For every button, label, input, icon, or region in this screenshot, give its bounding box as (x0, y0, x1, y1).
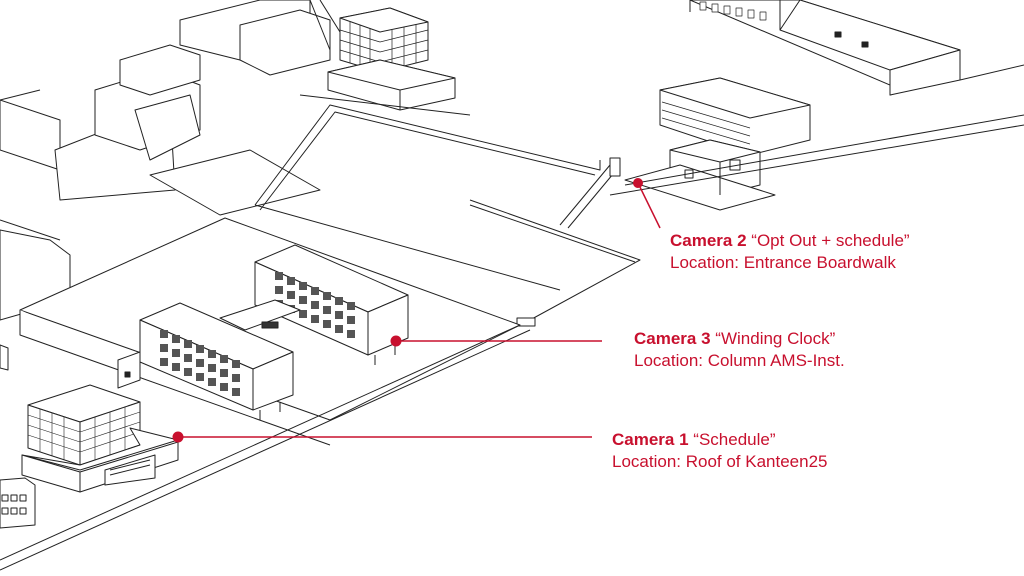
camera-1-label: Camera 1 (612, 430, 689, 449)
camera-2-title: “Opt Out + schedule” (751, 231, 910, 250)
camera-1-leader (172, 431, 592, 443)
camera-2-label: Camera 2 (670, 231, 747, 250)
camera-2-leader (633, 178, 661, 229)
camera-3-label: Camera 3 (634, 329, 711, 348)
long-building-top-right (689, 0, 1024, 96)
camera-3-location: Location: Column AMS-Inst. (634, 351, 845, 370)
camera-2-callout: Camera 2 “Opt Out + schedule” Location: … (670, 230, 910, 274)
boardwalk-paths (254, 104, 1024, 327)
camera-3-leader (390, 335, 602, 347)
connector-bridge (219, 299, 301, 331)
building-kanteen25 (21, 384, 179, 493)
camera-1-marker (172, 431, 184, 443)
camera-1-location: Location: Roof of Kanteen25 (612, 452, 828, 471)
building-front (117, 302, 294, 420)
camera-3-title: “Winding Clock” (715, 329, 836, 348)
camera-3-callout: Camera 3 “Winding Clock” Location: Colum… (634, 328, 845, 372)
background-buildings-top-left (0, 0, 346, 321)
camera-1-callout: Camera 1 “Schedule” Location: Roof of Ka… (612, 429, 828, 473)
entrance-building (624, 77, 811, 211)
camera-1-title: “Schedule” (693, 430, 776, 449)
camera-2-marker (633, 178, 643, 188)
camera-3-marker (390, 335, 402, 347)
building-bottom-left (0, 344, 36, 529)
office-tower-top (299, 7, 471, 116)
camera-2-location: Location: Entrance Boardwalk (670, 253, 896, 272)
